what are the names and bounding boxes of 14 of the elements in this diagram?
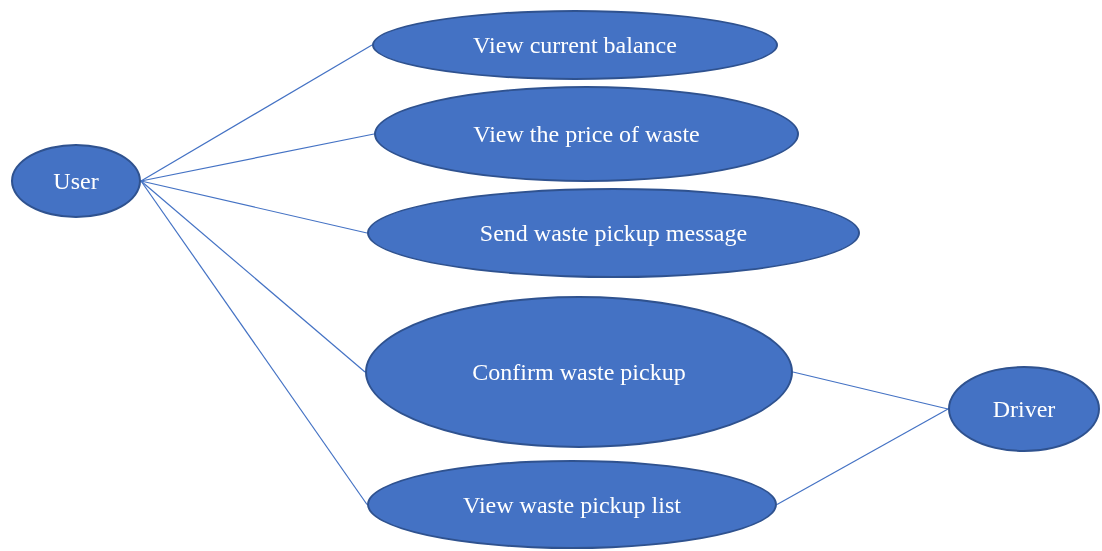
use-case-label: Confirm waste pickup [472,358,686,387]
connector-line [140,180,368,234]
use-case-label: View the price of waste [473,120,700,149]
connector-line [140,133,375,182]
connector-line [140,44,373,182]
connector-line [140,180,368,506]
use-case-label: View waste pickup list [463,490,681,520]
connector-line [792,371,949,410]
use-case-label: User [53,167,99,196]
connector-line [140,180,366,373]
use-case-label: Send waste pickup message [479,219,748,248]
use-case-label: View current balance [473,31,677,60]
connector-line [776,408,949,506]
use-case-label: Driver [992,395,1056,424]
